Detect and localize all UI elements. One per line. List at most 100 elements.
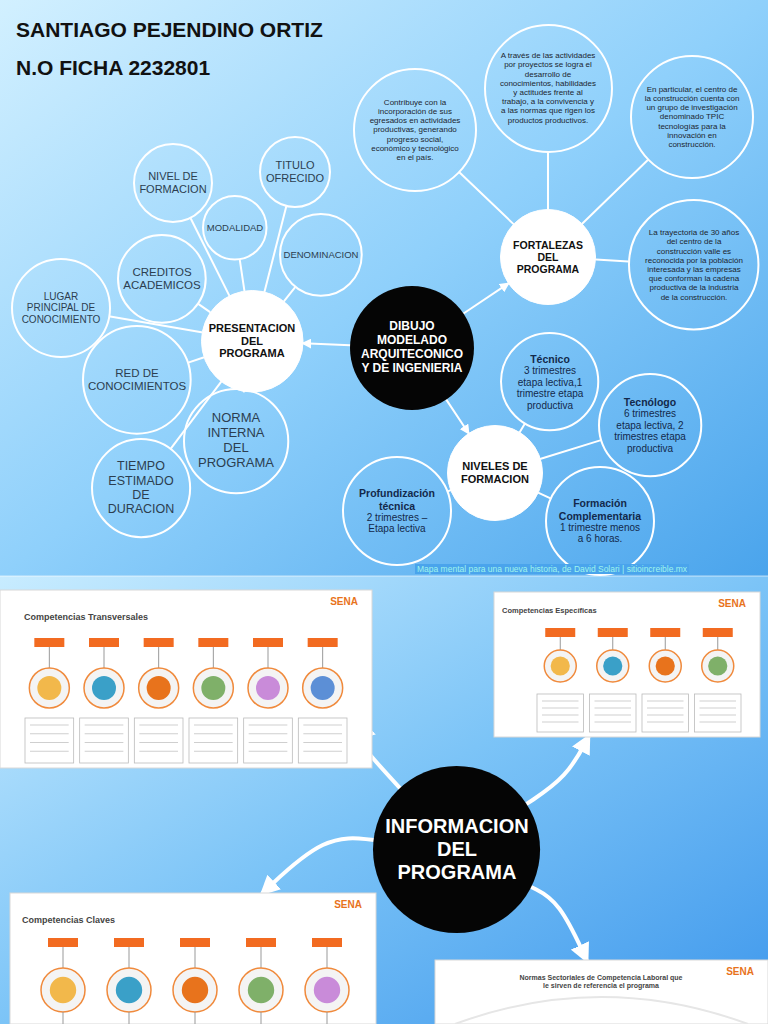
norm-tag xyxy=(703,628,733,637)
node-text: INFORMACION DEL PROGRAMA xyxy=(385,815,528,884)
separator xyxy=(0,576,768,577)
tick-line xyxy=(322,647,323,668)
icon-picture xyxy=(248,977,274,1003)
node-content: Tecnólogo6 trimestres etapa lectiva, 2 t… xyxy=(612,396,689,454)
tick-line xyxy=(327,947,328,968)
text-stroke xyxy=(647,721,684,722)
tick-line xyxy=(129,947,130,968)
node-text: MODALIDAD xyxy=(207,223,263,234)
circle-shape xyxy=(631,56,753,178)
text-stroke xyxy=(139,751,178,752)
icon-ring xyxy=(702,650,734,682)
icon-picture xyxy=(256,676,280,700)
tick-line xyxy=(63,1012,64,1024)
panel-title: Competencias Claves xyxy=(22,915,115,926)
icon-picture xyxy=(182,977,208,1003)
circle-shape xyxy=(501,333,598,430)
logo-text: SENA xyxy=(718,598,746,609)
text-stroke xyxy=(542,707,579,708)
text-box xyxy=(189,718,238,763)
circle-shape xyxy=(599,374,701,476)
node-content: Normas Sectoriales de Competencia Labora… xyxy=(435,960,768,1024)
icon-picture xyxy=(50,977,76,1003)
node-content: Formación Complementaria1 trimestre meno… xyxy=(556,497,644,544)
icon-ring xyxy=(107,968,151,1012)
norm-tag xyxy=(246,938,276,947)
node-content: NIVEL DE FORMACION xyxy=(139,170,206,195)
node-text: 2 trimestres – Etapa lectiva xyxy=(353,512,441,535)
branch-line xyxy=(541,440,600,458)
icon-ring xyxy=(193,668,233,708)
circle-shape xyxy=(350,286,474,410)
node-text: CREDITOS ACADEMICOS xyxy=(123,266,200,292)
circle-shape xyxy=(629,200,758,329)
text-box xyxy=(244,718,293,763)
text-box xyxy=(642,694,689,732)
text-stroke xyxy=(85,742,124,743)
note-circle: Contribuye con la incorporación de sus e… xyxy=(353,68,477,192)
tick-line xyxy=(129,1012,130,1024)
icon-picture xyxy=(311,676,335,700)
node-text: Contribuye con la incorporación de sus e… xyxy=(367,98,463,162)
level-circle: Técnico3 trimestres etapa lectiva,1 trim… xyxy=(500,332,599,431)
icon-ring xyxy=(248,668,288,708)
text-stroke xyxy=(85,733,124,734)
text-stroke xyxy=(249,733,288,734)
topic-circle: MODALIDAD xyxy=(202,195,268,261)
text-stroke xyxy=(700,700,737,701)
text-stroke xyxy=(85,751,124,752)
node-text: La trayectoria de 30 años del centro de … xyxy=(644,228,743,302)
watermark: Mapa mental para una nueva historia, de … xyxy=(415,564,689,574)
icon-picture xyxy=(116,977,142,1003)
node-content: PRESENTACION DEL PROGRAMA xyxy=(209,322,296,360)
node-content: MODALIDAD xyxy=(207,223,263,234)
tick-line xyxy=(327,1012,328,1024)
tick-line xyxy=(261,1012,262,1024)
circle-shape xyxy=(83,326,191,434)
node-content: LUGAR PRINCIPAL DE CONOCIMIENTO xyxy=(22,291,101,326)
branch-circle: NIVELES DE FORMACION xyxy=(447,425,543,521)
topic-circle: DENOMINACION xyxy=(279,213,363,297)
icon-picture xyxy=(92,676,116,700)
text-stroke xyxy=(30,751,69,752)
panel-ground xyxy=(0,590,372,768)
node-content: TIEMPO ESTIMADO DE DURACION xyxy=(105,459,177,517)
node-text: 6 trimestres etapa lectiva, 2 trimestres… xyxy=(612,408,689,454)
text-stroke xyxy=(249,724,288,725)
text-stroke xyxy=(139,724,178,725)
logo-text: SENA xyxy=(334,899,362,910)
text-stroke xyxy=(194,724,233,725)
tick-line xyxy=(104,647,105,668)
text-stroke xyxy=(595,721,632,722)
panel-title: Competencias Específicas xyxy=(502,606,597,615)
text-box xyxy=(537,694,584,732)
tick-line xyxy=(268,647,269,668)
circle-shape xyxy=(12,259,110,357)
text-stroke xyxy=(30,724,69,725)
circle-shape xyxy=(92,439,190,537)
icon-picture xyxy=(37,676,61,700)
text-box xyxy=(590,694,637,732)
text-stroke xyxy=(85,724,124,725)
text-stroke xyxy=(542,714,579,715)
logo-text: SENA xyxy=(726,966,754,977)
branch-line xyxy=(189,357,204,362)
text-stroke xyxy=(647,714,684,715)
arrow-connector xyxy=(263,838,374,893)
tick-line xyxy=(63,947,64,968)
text-stroke xyxy=(303,751,342,752)
level-circle: Profundización técnica2 trimestres – Eta… xyxy=(342,456,452,566)
node-text: NORMA INTERNA DEL PROGRAMA xyxy=(197,411,275,471)
branch-line xyxy=(448,489,450,492)
central-topic: DIBUJO MODELADO ARQUITECONICO Y DE INGEN… xyxy=(350,286,474,410)
node-content: DIBUJO MODELADO ARQUITECONICO Y DE INGEN… xyxy=(361,320,463,375)
level-circle: Tecnólogo6 trimestres etapa lectiva, 2 t… xyxy=(598,373,702,477)
tick-line xyxy=(560,637,561,650)
node-text: En particular, el centro de la construcc… xyxy=(644,85,740,149)
panel-outline xyxy=(10,893,376,1024)
text-stroke xyxy=(700,714,737,715)
text-box xyxy=(695,694,742,732)
tick-line xyxy=(158,647,159,668)
central-topic: INFORMACION DEL PROGRAMA xyxy=(373,766,540,933)
